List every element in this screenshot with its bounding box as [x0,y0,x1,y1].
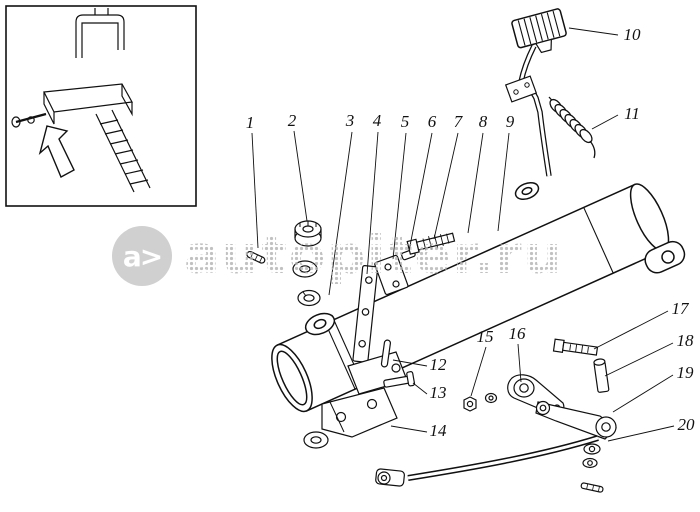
leader-10 [568,27,619,36]
tube-housing [271,181,686,413]
lower-bracket-group [303,339,416,449]
pedal-assembly [504,8,596,177]
leader-14 [390,425,428,433]
callout-19: 19 [676,363,694,382]
bracket-hole [384,263,392,271]
return-spring [548,96,596,159]
leader-6 [408,132,433,252]
callout-15: 15 [476,327,494,346]
lever-group [375,338,617,493]
flat-washer [292,260,318,278]
leader-17 [593,310,669,350]
leader-11 [591,114,619,130]
small-washer [484,392,498,404]
pedal-plate [504,75,538,103]
leader-20 [607,425,675,442]
callout-5: 5 [400,112,410,131]
angle-bracket [374,254,409,296]
leader-7 [433,132,459,240]
cotter-pin-1 [246,250,266,264]
callout-1: 1 [245,113,255,132]
pin-18 [593,358,610,393]
drag-rod-20 [375,435,601,487]
bolt-with-spring [406,232,456,255]
leader-16 [517,343,522,383]
callout-20: 20 [677,415,695,434]
flat-strap [352,265,379,363]
clevis-pin-13 [383,371,416,388]
callout-10: 10 [623,25,641,44]
spring-washer [297,289,321,307]
tube-mounting-ear [644,240,686,274]
callout-6: 6 [427,112,437,131]
callout-3: 3 [345,111,355,130]
callout-14: 14 [429,421,447,440]
inset-handrail [75,14,125,58]
inset-shaft [15,112,47,124]
leader-1 [251,132,259,249]
bolt-17 [552,338,599,356]
lower-washer [303,431,329,449]
callout-18: 18 [676,331,694,350]
location-inset [5,5,197,207]
callout-11: 11 [624,104,640,123]
tube-left-boss [304,312,336,336]
leader-15 [470,346,487,397]
nut-15 [463,396,477,412]
leader-2 [293,130,308,222]
leader-9 [497,132,510,232]
pin-12 [380,339,391,368]
leader-18 [604,342,674,377]
leader-lines [251,27,675,442]
pedal-pad [511,8,567,54]
callout-16: 16 [508,324,526,343]
leader-13 [412,382,428,395]
callout-8: 8 [478,112,488,131]
callout-4: 4 [372,111,382,130]
callout-17: 17 [671,299,689,318]
lever-19 [535,400,617,440]
callout-12: 12 [429,355,447,374]
callout-9: 9 [505,112,515,131]
cotter-pin-bottom [580,482,604,493]
leader-8 [467,132,484,234]
inset-pointer-arrow [38,125,75,178]
leader-12 [392,359,428,367]
leader-19 [612,374,674,413]
tube-left-mouth [271,343,313,413]
inset-ladder [95,109,151,193]
leader-5 [392,132,407,260]
fastener-stack [246,220,322,307]
leader-3 [328,131,353,296]
castle-nut [294,220,322,247]
bracket-hole [392,280,400,288]
callout-7: 7 [453,112,463,131]
callout-13: 13 [429,383,447,402]
leader-4 [366,131,379,275]
callout-2: 2 [287,111,297,130]
tube-top-boss [514,181,540,201]
